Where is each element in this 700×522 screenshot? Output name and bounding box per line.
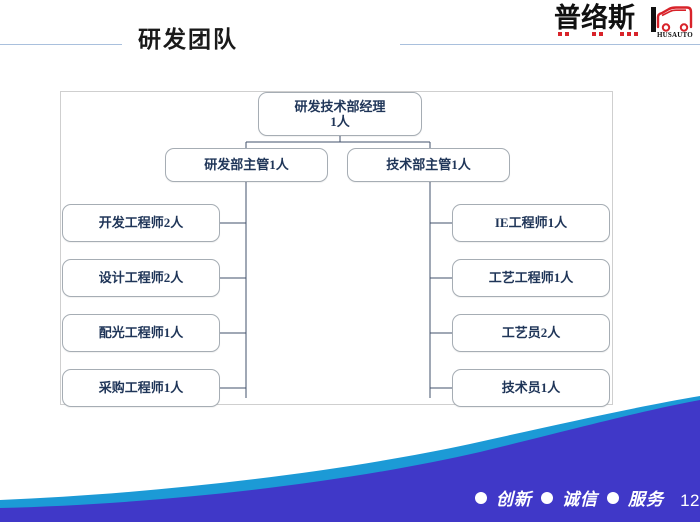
page-number: 12 (680, 491, 700, 510)
header-rule-left (0, 44, 122, 45)
org-node-left-4: 采购工程师1人 (62, 369, 220, 407)
header-rule-right (400, 44, 700, 45)
org-node-left-1: 开发工程师2人 (62, 204, 220, 242)
org-node-left-3: 配光工程师1人 (62, 314, 220, 352)
org-node-right-3: 工艺员2人 (452, 314, 610, 352)
footer-slogan-group: 创新 诚信 服务 (475, 485, 664, 510)
wave-dark-shape (0, 400, 700, 522)
bullet-dot-icon (475, 491, 487, 504)
page-title: 研发团队 (138, 27, 238, 52)
org-node-right-2: 工艺工程师1人 (452, 259, 610, 297)
logo-red-accent-dots (556, 32, 648, 39)
logo-brand-cn: 普络斯 (554, 3, 635, 33)
bullet-dot-icon (607, 491, 619, 504)
footer-wave-decoration (0, 396, 700, 522)
company-logo: 普络斯 HUSAUTO (554, 2, 694, 44)
org-node-right-4: 技术员1人 (452, 369, 610, 407)
logo-brand-en: HUSAUTO (657, 31, 693, 39)
car-outline-icon (651, 6, 693, 32)
org-node-root-line1: 研发技术部经理 (294, 98, 386, 114)
org-node-left-2: 设计工程师2人 (62, 259, 220, 297)
org-node-right-1: IE工程师1人 (452, 204, 610, 242)
footer-slogan-2: 诚信 (562, 490, 598, 509)
org-node-root-line2: 1人 (330, 114, 350, 129)
footer-slogan-1: 创新 (496, 490, 532, 509)
footer-slogan-3: 服务 (628, 490, 664, 509)
org-chart-frame (60, 91, 613, 405)
org-node-rd-supervisor: 研发部主管1人 (165, 148, 328, 182)
bullet-dot-icon (541, 491, 553, 504)
org-node-root: 研发技术部经理 1人 (258, 92, 422, 136)
org-node-tech-supervisor: 技术部主管1人 (347, 148, 510, 182)
